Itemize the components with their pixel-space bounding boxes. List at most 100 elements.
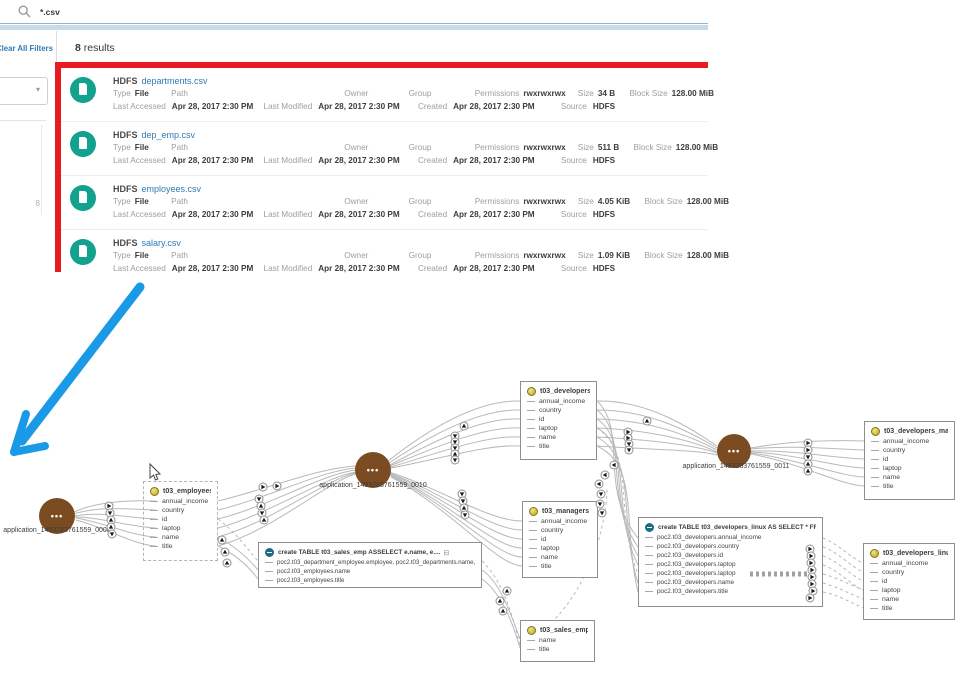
- table-name: t03_sales_emp: [540, 627, 588, 634]
- table-field[interactable]: id: [527, 415, 590, 424]
- lineage-table-t03-managers[interactable]: t03_managers⊟ annual_income country id l…: [522, 501, 598, 578]
- label-source: Source: [560, 264, 587, 273]
- operation-field[interactable]: poc2.t03_developers.laptop: [645, 560, 816, 569]
- label-group: Group: [408, 89, 432, 98]
- table-field[interactable]: country: [529, 526, 591, 535]
- operation-icon: [645, 523, 654, 532]
- lineage-table-t03-developers[interactable]: t03_developers⊟ annual_income country id…: [520, 381, 597, 460]
- operation-field[interactable]: poc2.t03_developers.name: [645, 578, 816, 587]
- label-permissions: Permissions: [474, 143, 520, 152]
- table-field[interactable]: annual_income: [150, 497, 211, 506]
- table-field[interactable]: title: [527, 442, 590, 451]
- search-icon: [18, 5, 31, 18]
- value-source: HDFS: [592, 156, 616, 165]
- value-last-accessed: Apr 28, 2017 2:30 PM: [171, 210, 254, 219]
- table-field[interactable]: id: [150, 515, 211, 524]
- collapse-icon[interactable]: ⊟: [443, 549, 450, 557]
- operation-field[interactable]: poc2.t03_employees.name: [265, 567, 475, 576]
- lineage-app-node-0008[interactable]: •••: [39, 498, 75, 534]
- value-permissions: rwxrwxrwx: [523, 89, 566, 98]
- table-field[interactable]: id: [871, 455, 948, 464]
- value-last-modified: Apr 28, 2017 2:30 PM: [318, 156, 400, 165]
- lineage-table-t03-employees[interactable]: t03_employees⊟ annual_income country id …: [143, 481, 218, 561]
- lineage-operation-create-sales-emp[interactable]: create TABLE t03_sales_emp ASSELECT e.na…: [258, 542, 482, 588]
- table-field[interactable]: annual_income: [870, 559, 948, 568]
- table-field[interactable]: title: [527, 645, 588, 654]
- label-size: Size: [577, 143, 594, 152]
- operation-icon: [265, 548, 274, 557]
- table-field[interactable]: laptop: [529, 544, 591, 553]
- table-icon: [527, 626, 536, 635]
- operation-field[interactable]: poc2.t03_developers.laptop: [645, 569, 816, 578]
- clear-all-filters-link[interactable]: Clear All Filters: [0, 44, 53, 53]
- label-owner: Owner: [344, 251, 369, 260]
- result-name-link[interactable]: employees.csv: [141, 184, 202, 194]
- value-size: 34 B: [597, 89, 616, 98]
- value-source: HDFS: [592, 264, 616, 273]
- value-source: HDFS: [592, 210, 616, 219]
- table-field[interactable]: country: [870, 568, 948, 577]
- label-last-accessed: Last Accessed: [113, 264, 166, 273]
- table-field[interactable]: name: [529, 553, 591, 562]
- table-field[interactable]: title: [870, 604, 948, 613]
- label-owner: Owner: [344, 143, 369, 152]
- search-input[interactable]: [38, 3, 682, 21]
- facet-select[interactable]: ▾: [0, 77, 48, 105]
- table-field[interactable]: name: [527, 636, 588, 645]
- lineage-app-node-0010[interactable]: •••: [355, 452, 391, 488]
- search-bar: [0, 0, 708, 23]
- table-field[interactable]: country: [150, 506, 211, 515]
- result-name-link[interactable]: dep_emp.csv: [141, 130, 196, 140]
- operation-field[interactable]: poc2.t03_developers.title: [645, 587, 816, 596]
- operation-field[interactable]: poc2.t03_developers.id: [645, 551, 816, 560]
- table-field[interactable]: id: [870, 577, 948, 586]
- result-name-link[interactable]: departments.csv: [141, 76, 208, 86]
- table-field[interactable]: title: [529, 562, 591, 571]
- table-field[interactable]: name: [527, 433, 590, 442]
- result-source: HDFS: [113, 184, 138, 194]
- table-name: t03_employees: [163, 488, 211, 495]
- operation-field[interactable]: poc2.t03_developers.country: [645, 542, 816, 551]
- operation-field[interactable]: poc2.t03_department_employee.employee, p…: [265, 558, 475, 567]
- operation-name: create TABLE t03_sales_emp ASSELECT e.na…: [278, 549, 441, 556]
- value-last-accessed: Apr 28, 2017 2:30 PM: [171, 102, 254, 111]
- label-size: Size: [577, 197, 594, 206]
- table-field[interactable]: title: [150, 542, 211, 551]
- label-owner: Owner: [344, 89, 369, 98]
- table-field[interactable]: country: [527, 406, 590, 415]
- table-field[interactable]: annual_income: [527, 397, 590, 406]
- lineage-table-t03-developers-linux[interactable]: t03_developers_linux⊟ annual_income coun…: [863, 543, 955, 620]
- operation-field[interactable]: poc2.t03_developers.annual_income: [645, 533, 816, 542]
- operation-name: create TABLE t03_developers_linux AS SEL…: [658, 524, 816, 531]
- lineage-table-t03-sales-emp[interactable]: t03_sales_emp⊟ name title: [520, 620, 595, 662]
- table-field[interactable]: annual_income: [871, 437, 948, 446]
- table-field[interactable]: title: [871, 482, 948, 491]
- lineage-operation-create-developers-linux[interactable]: create TABLE t03_developers_linux AS SEL…: [638, 517, 823, 607]
- label-source: Source: [560, 210, 587, 219]
- lineage-table-t03-developers-mac[interactable]: t03_developers_mac⊟ annual_income countr…: [864, 421, 955, 500]
- lineage-app-node-0011[interactable]: •••: [717, 434, 751, 468]
- table-field[interactable]: annual_income: [529, 517, 591, 526]
- table-field[interactable]: laptop: [871, 464, 948, 473]
- table-field[interactable]: laptop: [870, 586, 948, 595]
- facet-count: 8: [35, 199, 40, 208]
- table-field[interactable]: laptop: [150, 524, 211, 533]
- lineage-app-label: application_1493283761559_0008: [3, 527, 111, 534]
- operation-field[interactable]: poc2.t03_employees.title: [265, 576, 475, 585]
- value-last-accessed: Apr 28, 2017 2:30 PM: [171, 264, 254, 273]
- table-field[interactable]: name: [870, 595, 948, 604]
- hdfs-file-icon: [70, 239, 96, 265]
- table-field[interactable]: name: [871, 473, 948, 482]
- table-field[interactable]: id: [529, 535, 591, 544]
- result-name-link[interactable]: salary.csv: [141, 238, 181, 248]
- table-field[interactable]: name: [150, 533, 211, 542]
- table-field[interactable]: country: [871, 446, 948, 455]
- table-field[interactable]: laptop: [527, 424, 590, 433]
- label-group: Group: [408, 143, 432, 152]
